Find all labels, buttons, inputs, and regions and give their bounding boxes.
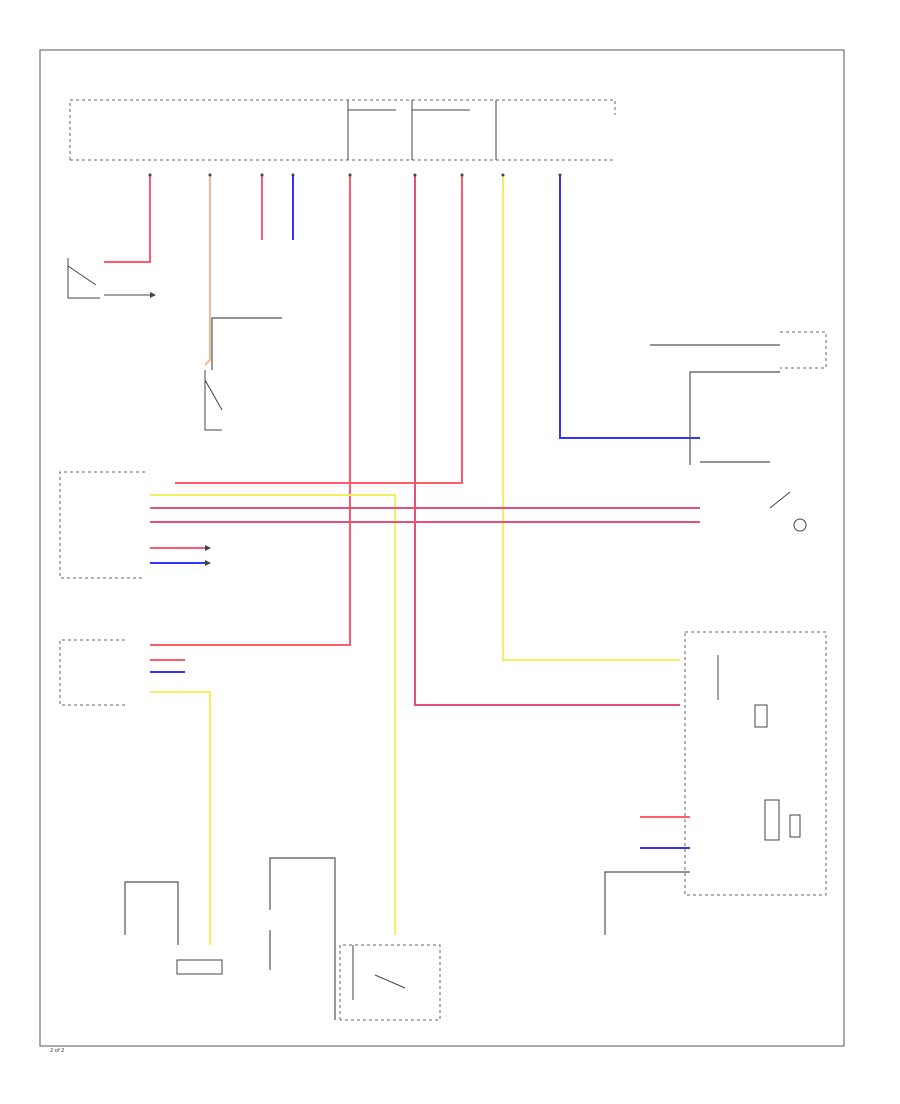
instrument-cluster — [684, 631, 827, 896]
smart-key-module — [59, 639, 211, 945]
wire-yellow-2 — [150, 494, 396, 935]
wire-red-1 — [104, 175, 151, 263]
passenger-switch — [204, 317, 282, 431]
lower-switches — [269, 857, 441, 1021]
wire-blue-2 — [559, 175, 700, 439]
wire-yellow-1 — [502, 175, 680, 661]
wire-ground-1 — [604, 871, 690, 935]
wire-pink-1 — [414, 175, 680, 706]
fuse-junction-box — [69, 99, 616, 161]
seat-belt-switch — [67, 258, 156, 299]
diagram-frame — [39, 49, 845, 1047]
wire-yellow-3 — [150, 691, 211, 945]
pin-markers — [148, 173, 562, 177]
key-solenoid — [124, 881, 223, 975]
right-switch-group — [650, 331, 827, 532]
wire-red-4 — [175, 175, 463, 484]
wire-red-3 — [150, 175, 351, 646]
page-code: 2 of 2 — [50, 1048, 64, 1054]
body-control-module — [59, 471, 700, 935]
wire-orange-1 — [204, 175, 211, 366]
